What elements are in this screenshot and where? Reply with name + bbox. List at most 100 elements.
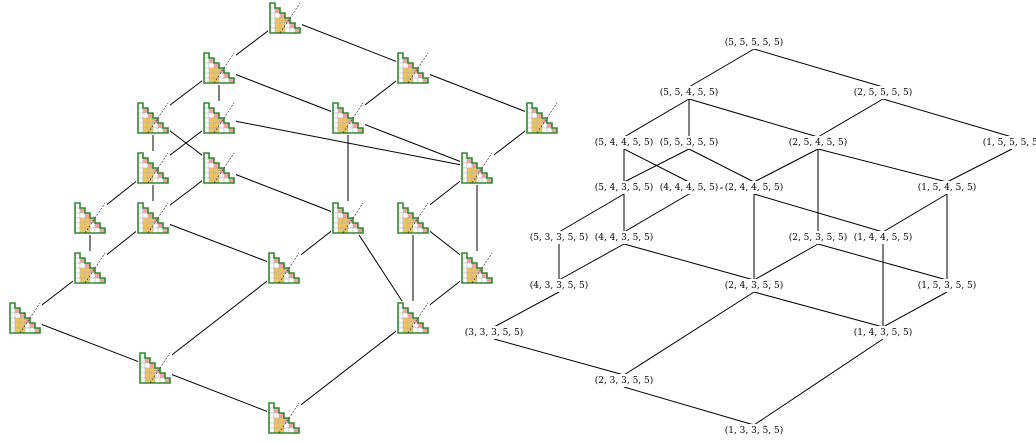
node-label: (1, 4, 3, 5, 5) <box>854 327 913 338</box>
node-label: (2, 3, 3, 5, 5) <box>595 375 654 386</box>
tableau-s <box>396 301 430 335</box>
left-edge-l-p <box>152 217 285 269</box>
right-edge-t-v <box>753 338 884 426</box>
node-q: (2, 4, 3, 5, 5) <box>722 279 786 292</box>
node-label: (2, 5, 3, 5, 5) <box>789 232 848 243</box>
tableau-a <box>268 1 302 35</box>
tableau-u <box>267 401 301 435</box>
right-edge-q-u <box>623 291 755 376</box>
right-edge-b-d <box>623 98 690 138</box>
node-g: (1, 5, 5, 5, 5) <box>980 136 1036 149</box>
right-edge-e-h <box>623 148 690 183</box>
node-label: (1, 5, 3, 5, 5) <box>918 280 977 291</box>
right-edge-j-o <box>753 193 884 233</box>
right-edge-m-p <box>558 243 625 281</box>
node-j: (2, 4, 4, 5, 5) <box>722 181 786 194</box>
left-edge-r-t <box>24 317 156 369</box>
left-edge-b-f <box>218 67 349 119</box>
right-edge-k-o <box>882 193 948 233</box>
right-edge-q-t <box>753 291 884 328</box>
node-s: (3, 3, 3, 5, 5) <box>462 326 526 339</box>
node-label: (2, 4, 4, 5, 5) <box>725 182 784 193</box>
left-edge-p-t <box>154 267 285 369</box>
node-label: (5, 4, 4, 5, 5) <box>595 137 654 148</box>
node-r: (1, 5, 3, 5, 5) <box>915 279 979 292</box>
right-lattice-nodes: (5, 5, 5, 5, 5) (5, 5, 4, 5, 5) (2, 5, 5, … <box>462 36 1036 437</box>
right-edge-f-k <box>817 148 948 183</box>
tableau-d <box>136 101 170 135</box>
right-edge-a-b <box>688 48 755 88</box>
left-edge-f-j <box>347 117 478 169</box>
node-label: (4, 4, 4, 5, 5) <box>660 182 719 193</box>
node-b: (5, 5, 4, 5, 5) <box>657 86 721 99</box>
right-edge-f-j <box>753 148 819 183</box>
tableau-f <box>331 101 365 135</box>
right-edge-e-j <box>688 148 755 183</box>
tableau-b <box>202 51 236 85</box>
tableau-n <box>396 201 430 235</box>
left-edge-t-u <box>154 367 285 419</box>
node-label: (2, 5, 5, 5, 5) <box>854 87 913 98</box>
node-label: (2, 5, 4, 5, 5) <box>789 137 848 148</box>
node-e: (5, 5, 3, 5, 5) <box>657 136 721 149</box>
node-f: (2, 5, 4, 5, 5) <box>786 136 850 149</box>
tableau-q <box>460 251 494 285</box>
node-label: (5, 4, 3, 5, 5) <box>595 182 654 193</box>
right-edge-g-k <box>946 148 1013 183</box>
node-d: (5, 4, 4, 5, 5) <box>592 136 656 149</box>
node-label: (1, 3, 3, 5, 5) <box>725 425 784 436</box>
node-label: (5, 5, 5, 5, 5) <box>725 37 784 48</box>
node-label: (1, 4, 4, 5, 5) <box>854 232 913 243</box>
tableau-l <box>136 201 170 235</box>
node-n: (2, 5, 3, 5, 5) <box>786 231 850 244</box>
node-label: (1, 5, 4, 5, 5) <box>918 182 977 193</box>
tableau-g <box>525 101 559 135</box>
tableau-e <box>202 101 236 135</box>
node-i: (4, 4, 4, 5, 5) <box>657 181 721 194</box>
right-edge-c-g <box>882 98 1013 138</box>
right-edge-s-u <box>493 338 625 376</box>
right-edge-h-l <box>558 193 625 233</box>
node-o: (1, 4, 4, 5, 5) <box>851 231 915 244</box>
tableau-i <box>202 151 236 185</box>
node-label: (4, 4, 3, 5, 5) <box>595 232 654 243</box>
node-k: (1, 5, 4, 5, 5) <box>915 181 979 194</box>
node-v: (1, 3, 3, 5, 5) <box>722 424 786 437</box>
tableau-o <box>73 251 107 285</box>
node-label: (4, 3, 3, 5, 5) <box>530 280 589 291</box>
node-p: (4, 3, 3, 5, 5) <box>527 279 591 292</box>
node-t: (1, 4, 3, 5, 5) <box>851 326 915 339</box>
right-edge-m-q <box>623 243 755 281</box>
tableau-t <box>138 351 172 385</box>
right-edge-i-m <box>623 193 690 233</box>
node-h: (5, 4, 3, 5, 5) <box>592 181 656 194</box>
tableau-r <box>8 301 42 335</box>
node-l: (5, 3, 3, 5, 5) <box>527 231 591 244</box>
tableau-h <box>136 151 170 185</box>
node-label: (5, 5, 4, 5, 5) <box>660 87 719 98</box>
node-label: (1, 5, 5, 5, 5) <box>983 137 1036 148</box>
left-edge-c-g <box>412 67 543 119</box>
node-m: (4, 4, 3, 5, 5) <box>592 231 656 244</box>
right-edge-b-f <box>688 98 819 138</box>
tableau-m <box>331 201 365 235</box>
right-edge-u-v <box>623 386 755 426</box>
node-label: (5, 3, 3, 5, 5) <box>530 232 589 243</box>
right-lattice-edges <box>493 48 1013 426</box>
tableau-k <box>73 201 107 235</box>
tableau-j <box>460 151 494 185</box>
left-edge-s-u <box>283 317 414 419</box>
node-label: (2, 4, 3, 5, 5) <box>725 280 784 291</box>
right-edge-r-t <box>882 291 948 328</box>
right-edge-p-s <box>493 291 560 328</box>
node-u: (2, 3, 3, 5, 5) <box>592 374 656 387</box>
node-c: (2, 5, 5, 5, 5) <box>851 86 915 99</box>
tableau-p <box>267 251 301 285</box>
left-edge-i-m <box>218 167 349 219</box>
right-edge-n-q <box>753 243 819 281</box>
right-edge-a-c <box>753 48 884 88</box>
right-edge-c-f <box>817 98 884 138</box>
node-label: (3, 3, 3, 5, 5) <box>465 327 524 338</box>
left-lattice-nodes <box>8 1 559 435</box>
